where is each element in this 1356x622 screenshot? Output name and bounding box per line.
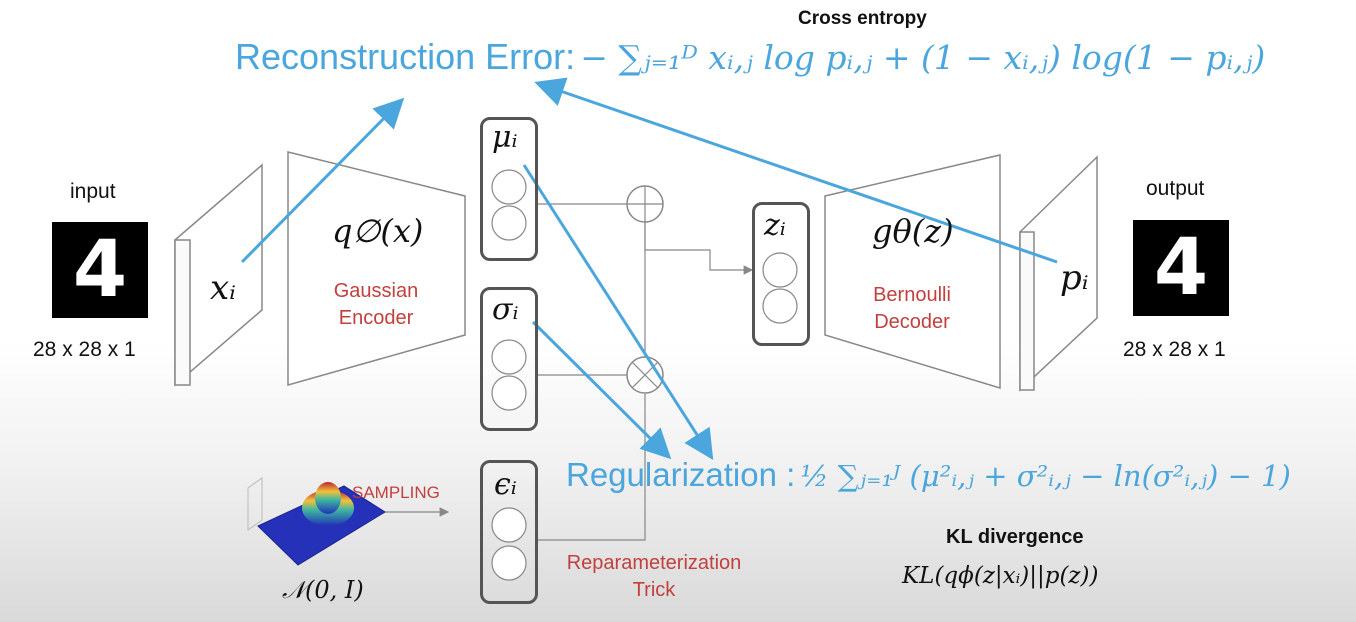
epsilon-symbol: ϵᵢ: [494, 467, 517, 502]
kl-formula: KL(qϕ(z|xᵢ)||p(z)): [902, 563, 1099, 589]
blue-arrows: [240, 77, 1058, 461]
decoder-function: gθ(z): [872, 212, 954, 250]
input-size: 28 x 28 x 1: [33, 338, 136, 361]
connector-lines: [382, 203, 754, 541]
reconstruction-label: Reconstruction Error:: [235, 36, 576, 77]
regularization-formula: ½ ∑ⱼ₌₁ᴶ (μ²ᵢ,ⱼ + σ²ᵢ,ⱼ − ln(σ²ᵢ,ⱼ) − 1): [800, 459, 1291, 493]
z-symbol: zᵢ: [764, 208, 786, 243]
normal-distribution: 𝒩(0, I): [282, 576, 364, 604]
decoder-label-line1: Bernoulli: [873, 284, 951, 306]
x-symbol: xᵢ: [210, 268, 237, 308]
encoder-trapezoid: [287, 151, 466, 386]
reparam-label-line1: Reparameterization: [566, 552, 742, 574]
regularization-label: Regularization :: [566, 456, 796, 493]
encoder-label: Gaussian Encoder: [318, 278, 434, 332]
sigma-symbol: σᵢ: [492, 292, 519, 327]
sigma-box: [480, 287, 538, 431]
output-size: 28 x 28 x 1: [1123, 338, 1226, 361]
input-title: input: [70, 180, 116, 203]
encoder-function: q∅(x): [332, 212, 424, 250]
input-plane: [174, 163, 263, 387]
decoder-label-line2: Decoder: [874, 311, 950, 333]
kl-title: KL divergence: [946, 526, 1084, 548]
mu-box: [480, 117, 538, 261]
cross-entropy-label: Cross entropy: [798, 8, 927, 29]
p-symbol: pᵢ: [1060, 258, 1089, 298]
z-box: [752, 202, 810, 346]
output-title: output: [1146, 177, 1205, 200]
gaussian-surface: [247, 477, 386, 566]
reparam-label-line2: Trick: [632, 579, 676, 601]
reconstruction-formula: − ∑ⱼ₌₁ᴰ xᵢ,ⱼ log pᵢ,ⱼ + (1 − xᵢ,ⱼ) log(1…: [580, 38, 1266, 77]
regularization: Regularization : ½ ∑ⱼ₌₁ᴶ (μ²ᵢ,ⱼ + σ²ᵢ,ⱼ …: [566, 456, 1291, 494]
sum-node: [626, 185, 664, 223]
decoder-label: Bernoulli Decoder: [852, 282, 972, 336]
input-image: 4: [52, 222, 148, 318]
reconstruction-error: Reconstruction Error: − ∑ⱼ₌₁ᴰ xᵢ,ⱼ log p…: [235, 36, 1265, 78]
encoder-label-line1: Gaussian: [333, 280, 419, 302]
mu-symbol: μᵢ: [492, 120, 518, 155]
epsilon-box: [480, 460, 538, 604]
output-plane: [1019, 155, 1098, 392]
decoder-trapezoid: [824, 154, 1001, 390]
output-image: 4: [1133, 220, 1229, 316]
encoder-label-line2: Encoder: [338, 307, 414, 329]
sampling-label: SAMPLING: [352, 483, 440, 502]
neurons: [491, 169, 798, 581]
reparam-label: Reparameterization Trick: [548, 550, 760, 604]
